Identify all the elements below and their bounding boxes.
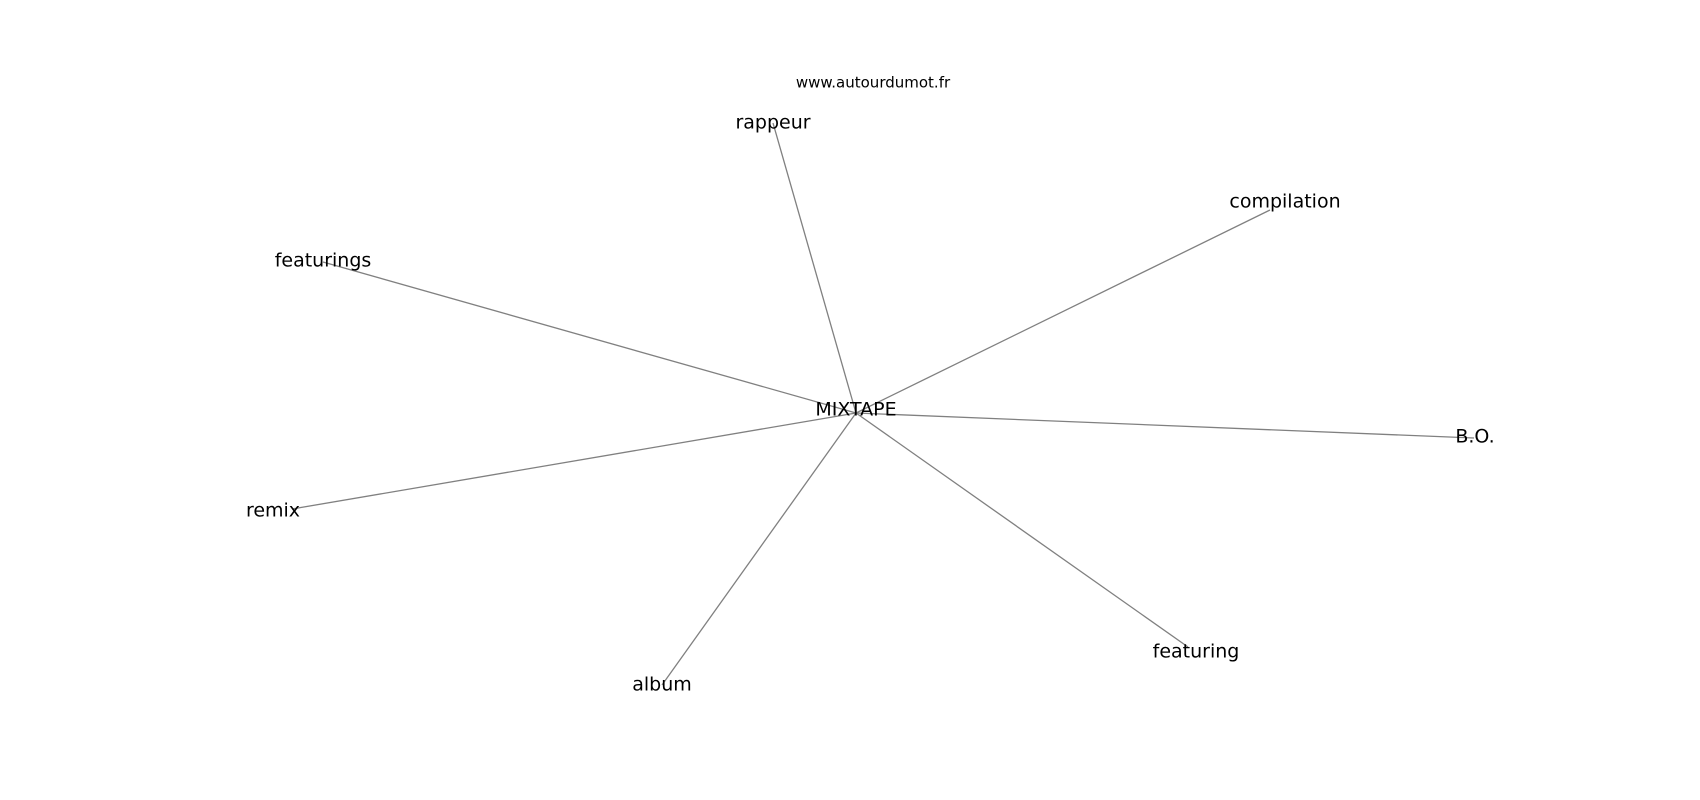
source-watermark: www.autourdumot.fr [796,74,951,92]
node-center-mixtape[interactable]: MIXTAPE [815,399,896,421]
node-rappeur[interactable]: rappeur [735,112,810,134]
edge-remix [291,412,857,510]
edge-compilation [855,209,1271,414]
edge-featuring [855,412,1189,648]
edge-bo [855,412,1475,439]
edge-featurings [322,261,857,414]
node-remix[interactable]: remix [246,500,300,522]
node-featurings[interactable]: featurings [275,250,372,272]
node-compilation[interactable]: compilation [1229,191,1340,213]
node-featuring[interactable]: featuring [1153,641,1240,663]
node-bo[interactable]: B.O. [1455,426,1494,448]
edges [291,122,1475,686]
nodes: MIXTAPE rappeur compilation featurings B… [246,112,1495,696]
node-album[interactable]: album [632,674,692,696]
edge-album [661,412,857,686]
edge-rappeur [772,122,857,414]
